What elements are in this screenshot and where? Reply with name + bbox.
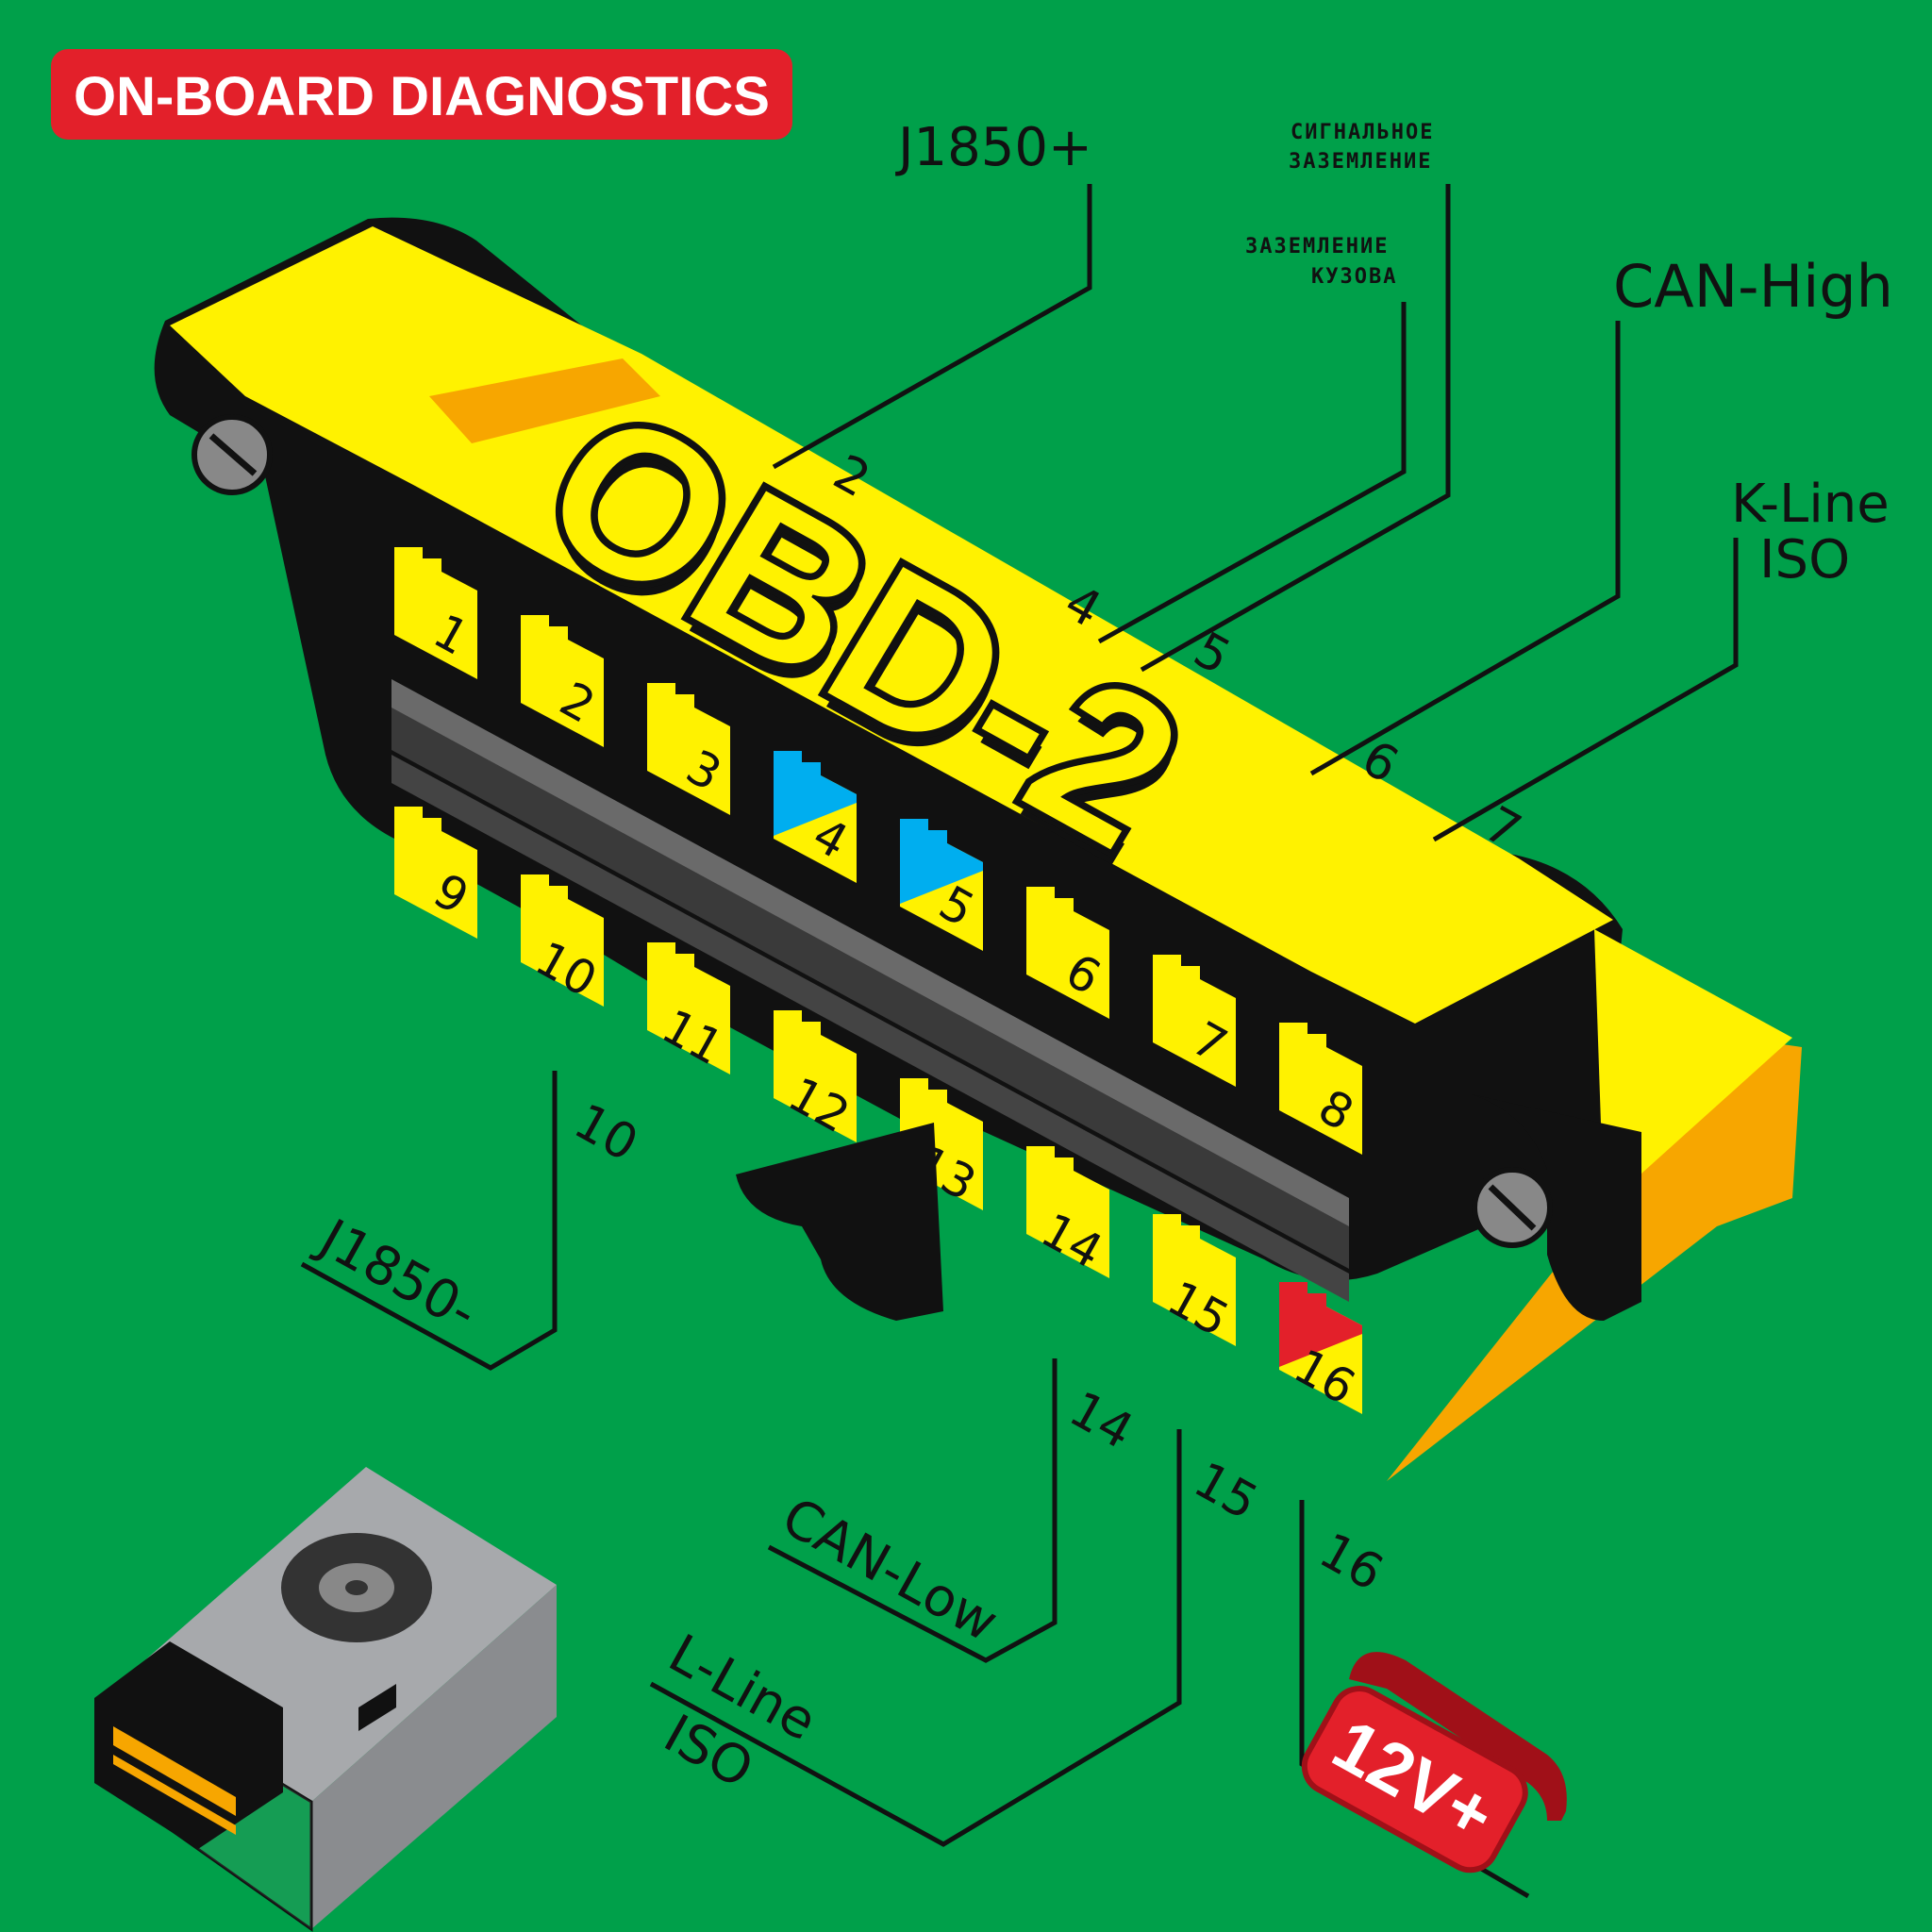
pin-socket-1: 1 xyxy=(394,547,477,679)
pin-socket-7: 7 xyxy=(1153,955,1236,1087)
label-can-high: CAN-High xyxy=(1613,252,1893,321)
screw-icon xyxy=(1472,1167,1553,1248)
label-j1850-plus: J1850+ xyxy=(895,117,1092,178)
label-signal-ground-1: СИГНАЛЬНОЕ xyxy=(1291,121,1434,144)
pin-socket-15: 15 xyxy=(1153,1214,1238,1347)
pin-socket-3: 3 xyxy=(647,683,730,815)
pin-socket-2: 2 xyxy=(521,615,604,747)
title-text: ON-BOARD DIAGNOSTICS xyxy=(74,66,770,127)
pin-socket-14: 14 xyxy=(1026,1146,1111,1279)
pin-socket-6: 6 xyxy=(1026,887,1109,1019)
lead-num-10: 10 xyxy=(565,1093,647,1174)
power-badge: 12V+ xyxy=(1301,1652,1567,1874)
pin-socket-12: 12 xyxy=(774,1010,858,1143)
label-k-line-1: K-Line xyxy=(1731,474,1890,535)
lead-num-16: 16 xyxy=(1310,1523,1392,1603)
lead-num-14: 14 xyxy=(1060,1381,1142,1461)
label-body-ground-2: КУЗОВА xyxy=(1311,265,1397,289)
lead-num-15: 15 xyxy=(1185,1452,1267,1532)
label-can-low: CAN-Low xyxy=(772,1486,1008,1654)
label-j1850-minus: J1850- xyxy=(308,1207,488,1343)
pin-socket-9: 9 xyxy=(394,807,477,939)
fan-icon xyxy=(281,1533,432,1642)
label-body-ground-1: ЗАЗЕМЛЕНИЕ xyxy=(1245,235,1389,258)
pin-socket-16: 16 xyxy=(1279,1282,1364,1415)
screw-icon xyxy=(192,414,273,495)
label-k-line-2: ISO xyxy=(1759,529,1850,591)
scanner-device-icon xyxy=(94,1467,557,1932)
label-signal-ground-2: ЗАЗЕМЛЕНИЕ xyxy=(1289,150,1432,174)
pin-socket-4: 4 xyxy=(774,751,857,883)
title-badge: ON-BOARD DIAGNOSTICS xyxy=(51,49,792,140)
pin-socket-5: 5 xyxy=(900,819,983,951)
pin-socket-8: 8 xyxy=(1279,1023,1362,1155)
